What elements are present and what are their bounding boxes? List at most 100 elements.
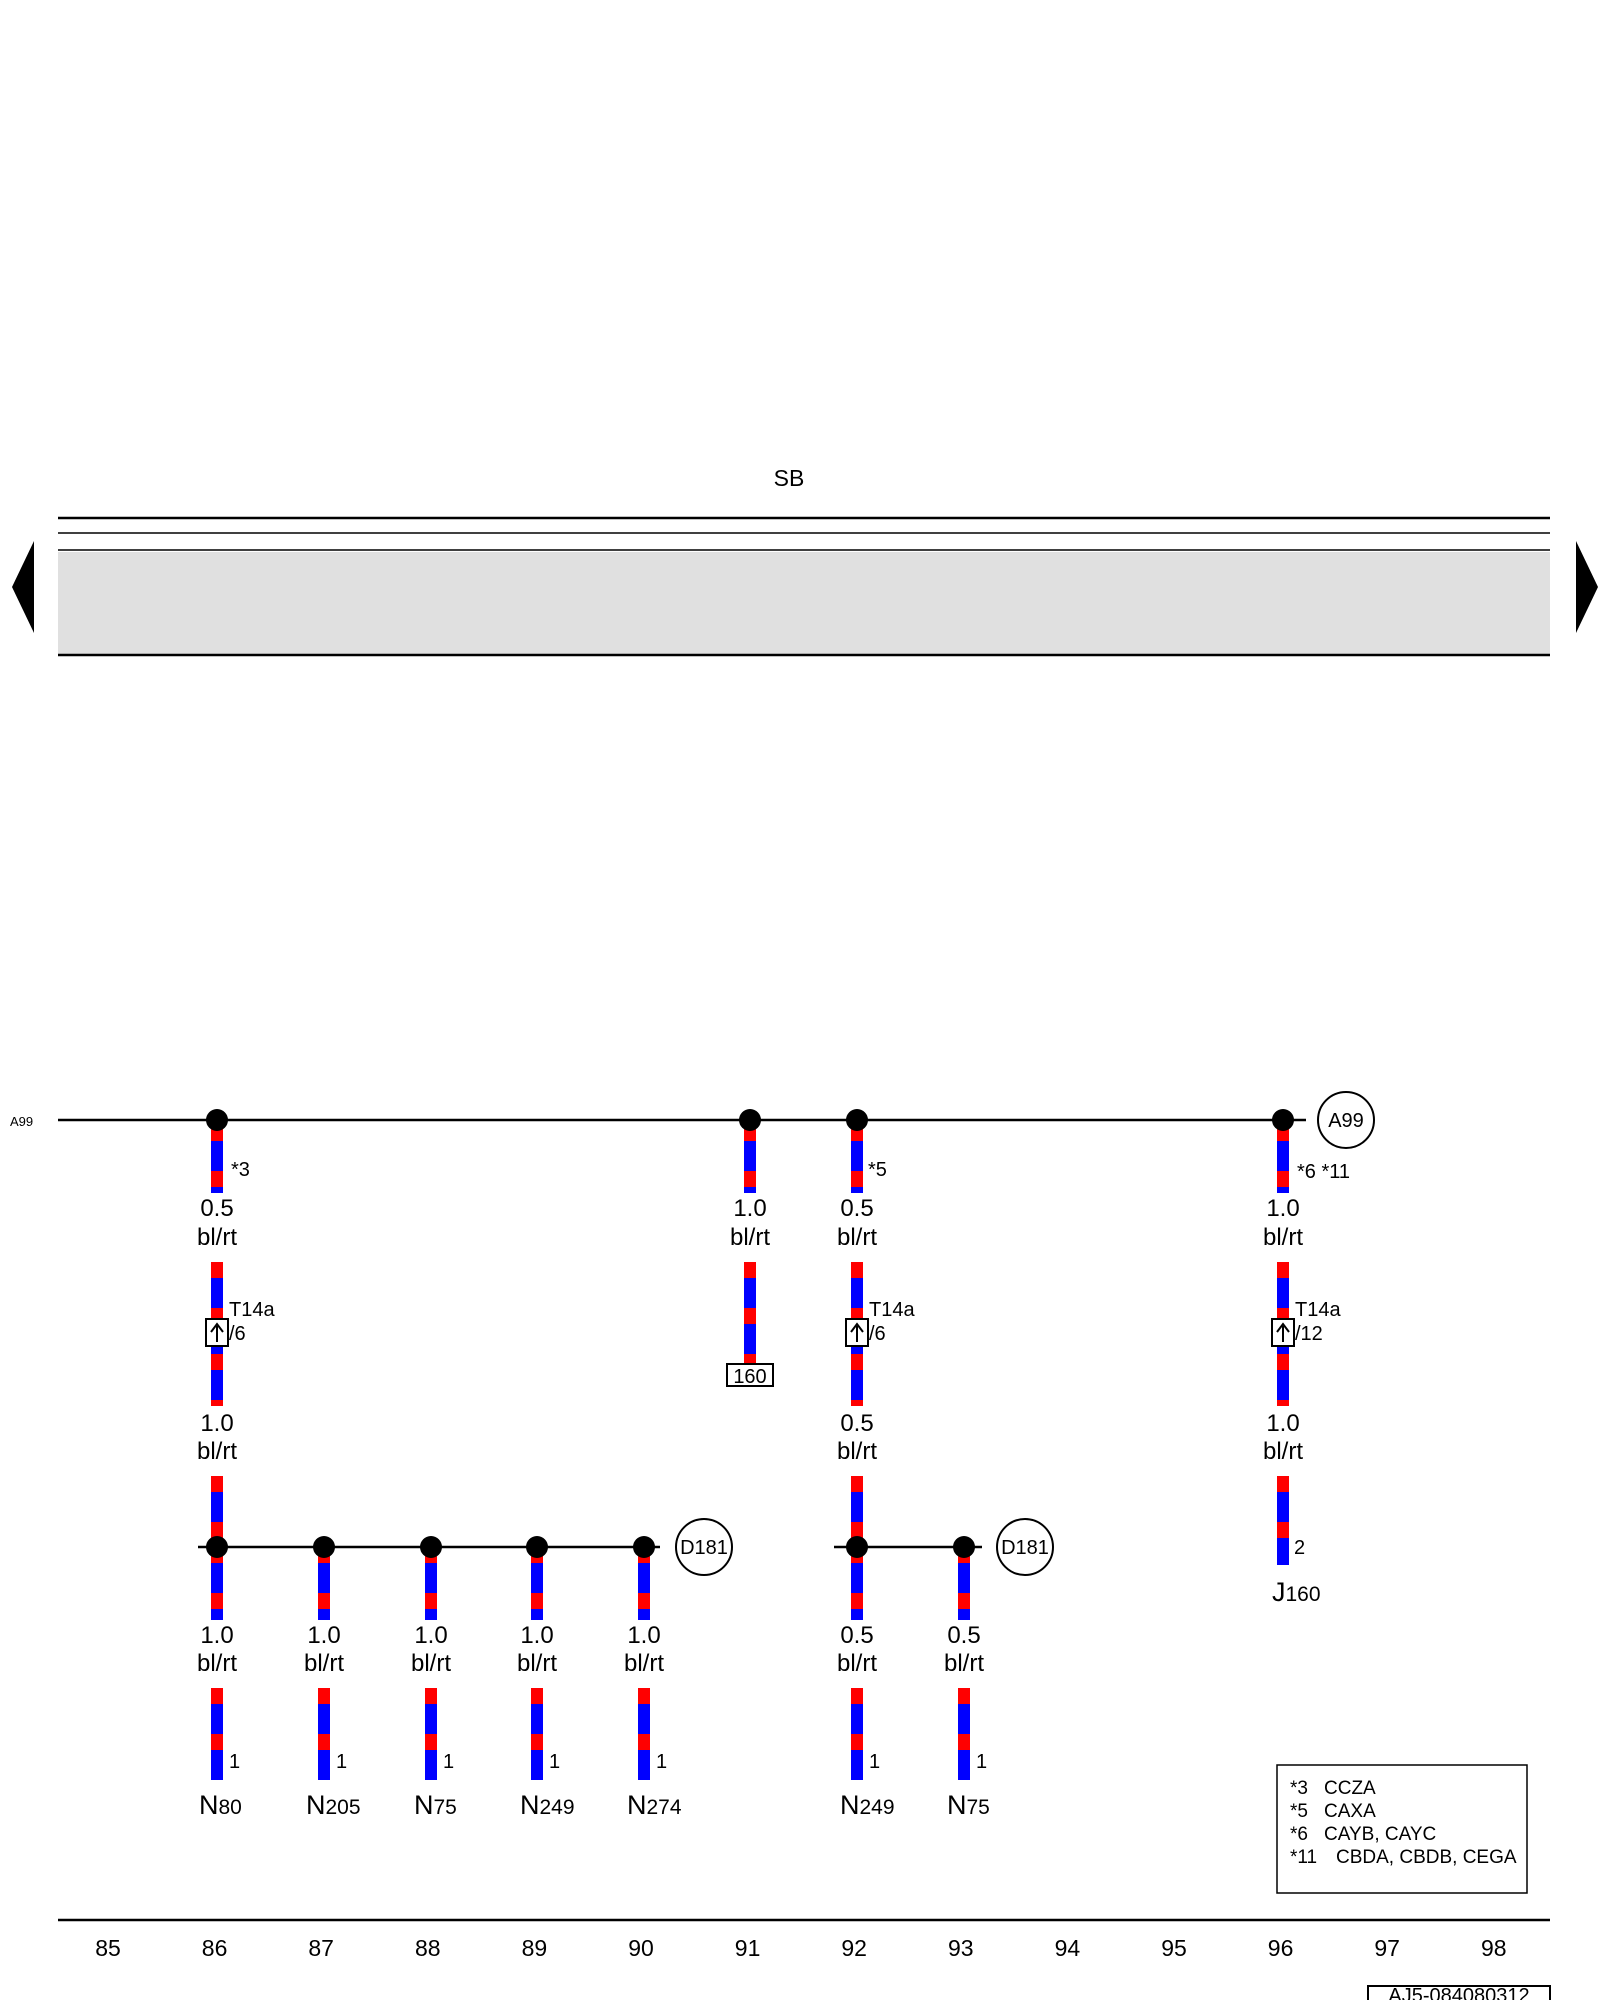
wire-segment [1277,1476,1289,1565]
wire-stripe [211,1734,223,1750]
wire-color: bl/rt [411,1650,451,1677]
component-label[interactable]: N75 [414,1790,457,1820]
junction-dot [420,1536,442,1558]
wire-stripe [1277,1171,1289,1187]
component-label[interactable]: N274 [627,1790,682,1820]
wire-stripe [744,1308,756,1324]
wire-size: 1.0 [1266,1195,1299,1222]
component-label[interactable]: N249 [840,1790,895,1820]
wire-stripe [531,1734,543,1750]
wire-stripe [318,1688,330,1704]
wire-stripe [851,1171,863,1187]
wire-stripe [318,1734,330,1750]
wire-stripe [851,1400,863,1406]
column-number: 88 [415,1935,441,1961]
wire-stripe [211,1354,223,1370]
wire-stripe [638,1593,650,1609]
wire-stripe [958,1734,970,1750]
wire-color: bl/rt [837,1224,877,1251]
connector-icon[interactable] [205,1318,229,1347]
column-number: 97 [1374,1935,1400,1961]
rail-junctions [206,1109,1294,1131]
wire-size: 0.5 [947,1622,980,1649]
reference-box-label: 160 [733,1366,766,1388]
component-number: 249 [860,1796,895,1819]
footnote-value: CAXA [1324,1801,1376,1822]
connector-pin: /6 [229,1323,246,1345]
wire-stripe [425,1688,437,1704]
page-next-arrow-icon[interactable] [1576,541,1598,633]
footnote-value: CBDA, CBDB, CEGA [1336,1847,1517,1868]
wire-stripe [1277,1354,1289,1370]
wire-size: 1.0 [733,1195,766,1222]
wire-size: 1.0 [520,1622,553,1649]
component-prefix: J [1272,1577,1286,1607]
wire-size: 1.0 [307,1622,340,1649]
wire-stripe [744,1171,756,1187]
connector-icon[interactable] [1271,1318,1295,1347]
connector-icon[interactable] [845,1318,869,1347]
pin-number: 2 [1294,1537,1305,1559]
page-prev-arrow-icon[interactable] [12,541,34,633]
component-label[interactable]: J160 [1272,1577,1321,1607]
component-number: 160 [1286,1583,1321,1606]
connector-name: T14a [869,1299,915,1321]
star-note: *3 [231,1159,250,1181]
connector-pin: /12 [1295,1323,1323,1345]
splice-ref-label: D181 [680,1537,728,1559]
wire-stripe [744,1354,756,1364]
wire-stripe [211,1400,223,1406]
splice-ref-circle[interactable]: D181 [675,1518,733,1576]
wire-stripe [851,1476,863,1492]
wire-stripe [744,1262,756,1278]
wire-stripe [1277,1400,1289,1406]
component-number: 75 [967,1796,990,1819]
pin-number: 1 [656,1751,667,1773]
wire-stripe [211,1522,223,1538]
wire-size: 1.0 [1266,1410,1299,1437]
column-number: 93 [948,1935,974,1961]
pin-number: 1 [869,1751,880,1773]
component-number: 249 [540,1796,575,1819]
wire-color: bl/rt [517,1650,557,1677]
column-number: 86 [202,1935,228,1961]
wire-size: 1.0 [200,1622,233,1649]
wire-stripe [638,1688,650,1704]
wire-stripe [851,1688,863,1704]
junction-dot [633,1536,655,1558]
column-number: 92 [841,1935,867,1961]
splice-ref-circle[interactable]: D181 [996,1518,1054,1576]
footnote-key: *11 [1290,1847,1317,1868]
component-label[interactable]: N80 [199,1790,242,1820]
connector-name: T14a [229,1299,275,1321]
column-number: 98 [1481,1935,1507,1961]
wire-stripe [851,1522,863,1538]
wire-color: bl/rt [1263,1224,1303,1251]
wire-size: 0.5 [840,1622,873,1649]
component-label[interactable]: N205 [306,1790,361,1820]
junction-dot [526,1536,548,1558]
star-note: *6 *11 [1297,1161,1350,1183]
star-note: *5 [868,1159,887,1181]
rail-ref-circle[interactable]: A99 [1317,1091,1375,1149]
wire-stripe [211,1593,223,1609]
wire-stripe [425,1734,437,1750]
pin-number: 1 [976,1751,987,1773]
wire-color: bl/rt [837,1650,877,1677]
wire-stripe [531,1688,543,1704]
wire-size: 0.5 [840,1410,873,1437]
component-prefix: N [199,1790,219,1820]
wire-stripe [318,1593,330,1609]
wire-color: bl/rt [837,1438,877,1465]
component-label[interactable]: N249 [520,1790,575,1820]
wire-size: 1.0 [200,1410,233,1437]
component-label[interactable]: N75 [947,1790,990,1820]
reference-box[interactable]: 160 [726,1363,774,1388]
column-number: 90 [628,1935,654,1961]
pin-number: 1 [336,1751,347,1773]
component-labels: 1.0 bl/rt 1 N80 1.0 bl/rt 1 N205 1.0 bl/… [197,1622,990,1820]
splice-junctions [206,1536,975,1558]
rail-ref-label: A99 [1328,1110,1364,1132]
footnote-key: *6 [1290,1824,1308,1845]
